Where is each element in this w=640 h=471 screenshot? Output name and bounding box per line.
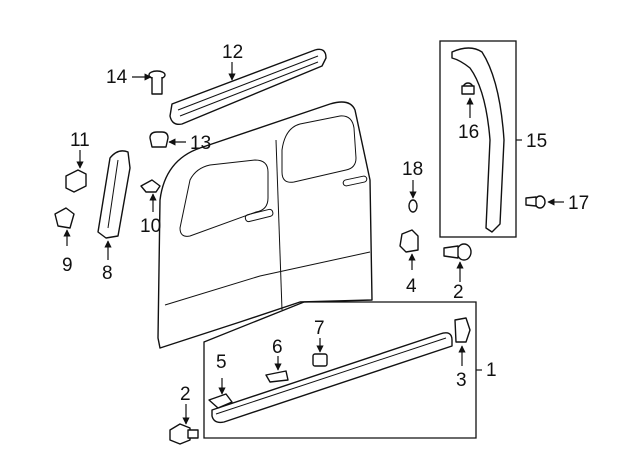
callout-8: 8	[102, 263, 113, 284]
part-2-bolt-lower	[169, 423, 199, 445]
callout-3: 3	[456, 370, 467, 391]
callout-7: 7	[314, 318, 325, 339]
part-14-pin	[148, 70, 166, 95]
callout-4: 4	[406, 276, 417, 297]
part-10-screw	[140, 179, 161, 193]
callout-11: 11	[70, 130, 90, 151]
part-12-roof-molding	[169, 48, 327, 126]
callout-15: 15	[526, 131, 547, 152]
part-9-clip	[54, 207, 75, 229]
callout-6: 6	[272, 337, 283, 358]
part-17-screw	[525, 195, 546, 209]
callout-1: 1	[486, 360, 497, 381]
callout-18: 18	[402, 159, 423, 180]
callout-12: 12	[222, 42, 243, 63]
callout-2-upper: 2	[453, 282, 464, 303]
part-18-grommet	[408, 199, 418, 213]
callout-labels: 12 14 13 11 10 9 8 18 4 2 16 15 17 7 6 5…	[62, 42, 589, 405]
callout-10: 10	[140, 216, 161, 237]
part-4-bracket	[399, 229, 419, 253]
part-11-bracket	[65, 169, 87, 193]
leader-lines	[63, 62, 564, 425]
callout-9: 9	[62, 255, 73, 276]
part-2-retainer-upper	[443, 243, 472, 261]
part-13-clip	[149, 131, 169, 148]
callout-16: 16	[458, 122, 479, 143]
callout-14: 14	[106, 67, 128, 88]
callout-2-lower: 2	[180, 384, 191, 405]
box-1-group	[203, 301, 477, 439]
callout-5: 5	[216, 352, 227, 373]
callout-13: 13	[190, 133, 211, 154]
part-8-applique	[97, 150, 131, 239]
box-15-group	[439, 40, 517, 238]
door-assembly	[157, 101, 373, 349]
callout-17: 17	[568, 193, 589, 214]
